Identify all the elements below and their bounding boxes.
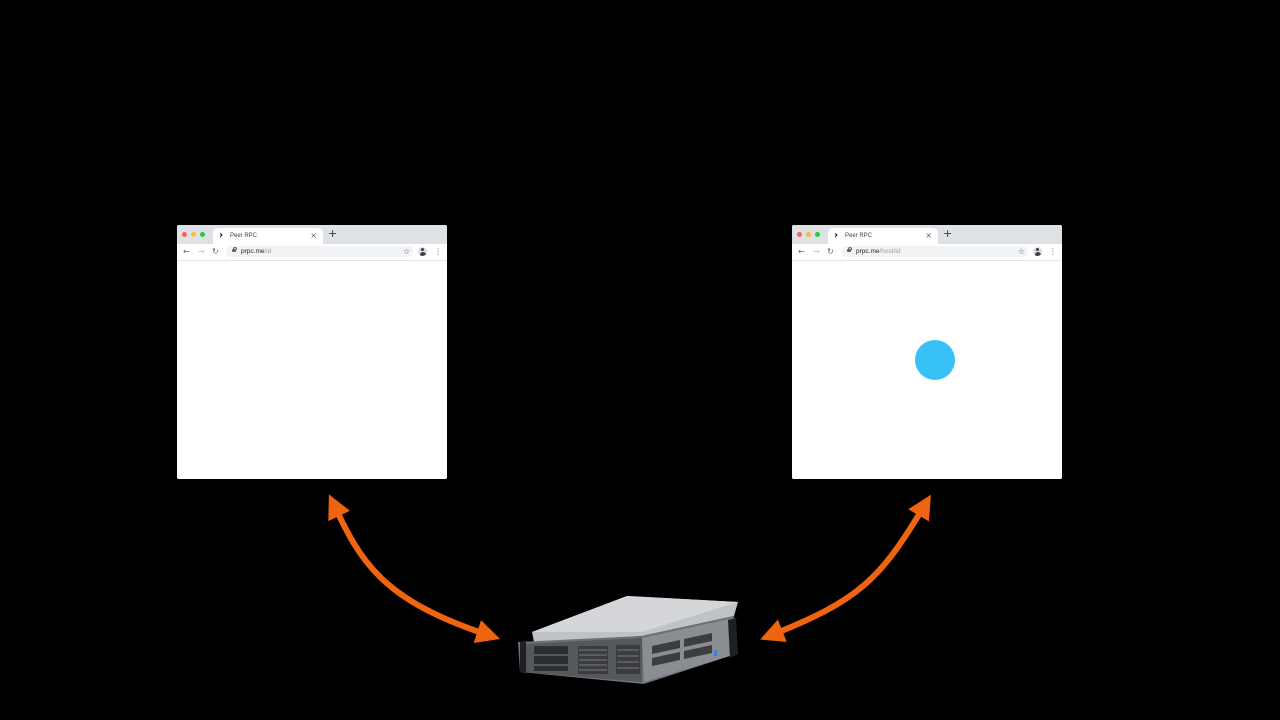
menu-icon[interactable]: ⋮ (1049, 247, 1057, 256)
maximize-window-button[interactable] (815, 232, 820, 237)
tab-peer-rpc[interactable]: › Peer RPC × (828, 228, 938, 244)
menu-icon[interactable]: ⋮ (434, 247, 442, 256)
star-icon[interactable]: ☆ (1017, 247, 1025, 256)
tab-bar: › Peer RPC × + (177, 225, 447, 244)
lock-icon (847, 247, 852, 252)
avatar[interactable] (1033, 247, 1042, 256)
forward-arrow-icon[interactable]: → (813, 247, 820, 256)
blue-dot[interactable] (915, 340, 955, 380)
address-bar[interactable]: prpc.me/host/id ☆ (841, 246, 1028, 257)
tab-peer-rpc[interactable]: › Peer RPC × (213, 228, 323, 244)
avatar[interactable] (418, 247, 427, 256)
lock-icon (232, 247, 237, 252)
url-path: /id (264, 248, 272, 255)
forward-arrow-icon[interactable]: → (198, 247, 205, 256)
url-text: prpc.me/id (241, 247, 271, 256)
back-arrow-icon[interactable]: ← (798, 247, 805, 256)
close-window-button[interactable] (182, 232, 187, 237)
page-viewport (177, 261, 447, 479)
new-tab-button[interactable]: + (943, 227, 953, 240)
server-icon (518, 596, 738, 684)
tab-title: Peer RPC (845, 233, 873, 239)
toolbar: ← → ↻ prpc.me/id ☆ ⋮ (177, 244, 447, 261)
chevron-right-icon: › (219, 230, 224, 241)
minimize-window-button[interactable] (191, 232, 196, 237)
toolbar: ← → ↻ prpc.me/host/id ☆ ⋮ (792, 244, 1062, 261)
star-icon[interactable]: ☆ (402, 247, 410, 256)
reload-icon[interactable]: ↻ (212, 247, 219, 256)
close-icon[interactable]: × (925, 231, 932, 240)
arrow-right-browser-to-server (760, 494, 931, 642)
browser-window-left: › Peer RPC × + ← → ↻ prpc.me/id ☆ ⋮ (177, 225, 447, 479)
url-path: /host/id (879, 248, 901, 255)
reload-icon[interactable]: ↻ (827, 247, 834, 256)
tab-bar: › Peer RPC × + (792, 225, 1062, 244)
url-host: prpc.me (241, 248, 265, 255)
url-host: prpc.me (856, 248, 880, 255)
arrow-left-browser-to-server (328, 494, 501, 643)
address-bar[interactable]: prpc.me/id ☆ (226, 246, 413, 257)
page-viewport (792, 261, 1062, 479)
back-arrow-icon[interactable]: ← (183, 247, 190, 256)
browser-window-right: › Peer RPC × + ← → ↻ prpc.me/host/id ☆ ⋮ (792, 225, 1062, 479)
minimize-window-button[interactable] (806, 232, 811, 237)
close-window-button[interactable] (797, 232, 802, 237)
new-tab-button[interactable]: + (328, 227, 338, 240)
url-text: prpc.me/host/id (856, 247, 900, 256)
tab-title: Peer RPC (230, 233, 258, 239)
maximize-window-button[interactable] (200, 232, 205, 237)
close-icon[interactable]: × (310, 231, 317, 240)
chevron-right-icon: › (834, 230, 839, 241)
